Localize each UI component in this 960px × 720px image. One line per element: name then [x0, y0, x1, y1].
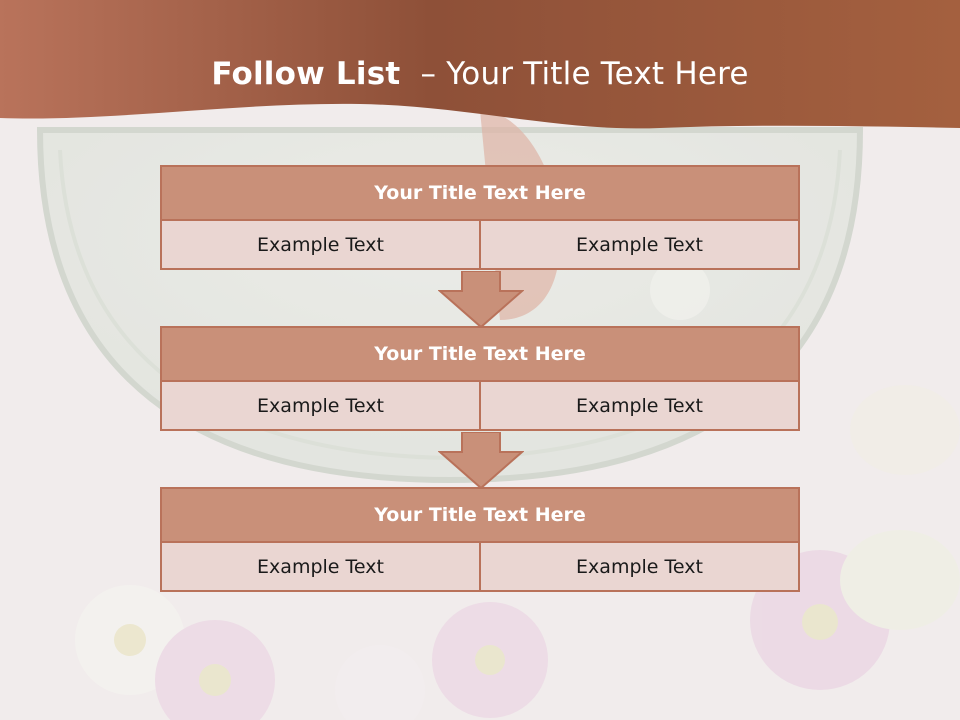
block-cell-right: Example Text: [481, 221, 800, 270]
title-bold: Follow List: [211, 56, 401, 92]
block-cell-left: Example Text: [160, 543, 481, 592]
block-cell-right: Example Text: [481, 543, 800, 592]
block-header: Your Title Text Here: [160, 165, 800, 221]
block-row: Example Text Example Text: [160, 382, 800, 431]
block-cell-left: Example Text: [160, 221, 481, 270]
page-title: Follow List – Your Title Text Here: [0, 56, 960, 92]
flow-block-2: Your Title Text Here Example Text Exampl…: [160, 326, 800, 431]
flow-block-1: Your Title Text Here Example Text Exampl…: [160, 165, 800, 270]
block-cell-left: Example Text: [160, 382, 481, 431]
block-header: Your Title Text Here: [160, 487, 800, 543]
title-rest: – Your Title Text Here: [400, 56, 749, 92]
title-banner: [0, 0, 960, 129]
block-cell-right: Example Text: [481, 382, 800, 431]
block-row: Example Text Example Text: [160, 221, 800, 270]
block-header: Your Title Text Here: [160, 326, 800, 382]
flow-block-3: Your Title Text Here Example Text Exampl…: [160, 487, 800, 592]
down-arrow-icon: [438, 432, 524, 490]
flowers-decoration: [75, 260, 960, 720]
down-arrow-icon: [438, 271, 524, 329]
block-row: Example Text Example Text: [160, 543, 800, 592]
